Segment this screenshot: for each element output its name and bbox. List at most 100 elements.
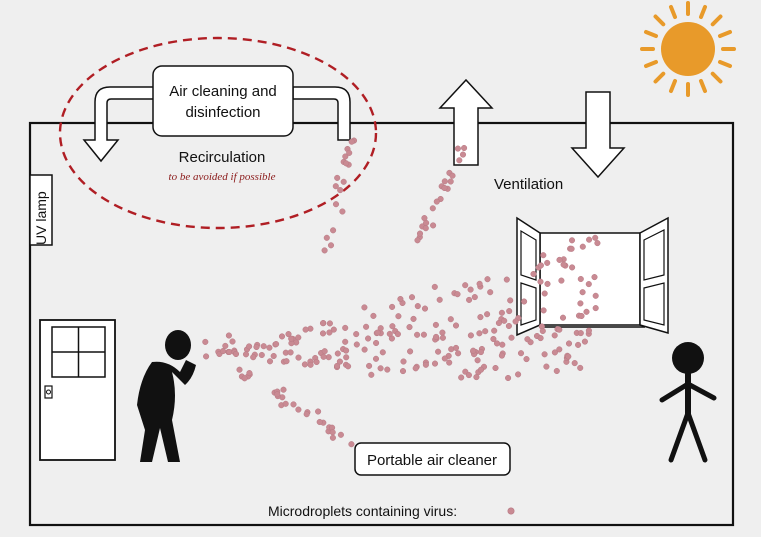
droplet bbox=[374, 329, 381, 336]
exhaust-arrow-up-icon bbox=[438, 78, 494, 166]
droplet bbox=[416, 230, 424, 237]
droplet bbox=[462, 282, 469, 289]
droplet bbox=[585, 327, 592, 334]
droplet bbox=[484, 276, 491, 283]
standing-person-icon bbox=[659, 342, 717, 463]
droplet bbox=[232, 350, 240, 358]
droplet bbox=[449, 172, 456, 179]
droplet bbox=[400, 358, 407, 365]
droplet bbox=[482, 328, 489, 335]
droplet bbox=[303, 411, 310, 418]
droplet bbox=[225, 332, 232, 339]
droplet bbox=[512, 318, 519, 325]
droplet bbox=[334, 350, 341, 357]
recirculation-label: Recirculation bbox=[179, 149, 266, 166]
droplet bbox=[537, 278, 544, 285]
recirculation-arrow-right bbox=[292, 86, 351, 141]
recirculation-note: to be avoided if possible bbox=[169, 171, 276, 183]
droplet bbox=[446, 359, 453, 366]
droplet bbox=[435, 348, 442, 355]
droplet bbox=[295, 406, 302, 413]
droplet bbox=[307, 361, 314, 368]
droplet bbox=[551, 349, 558, 356]
droplet bbox=[320, 353, 327, 360]
droplet bbox=[503, 276, 510, 283]
droplet bbox=[429, 205, 436, 212]
door-icon bbox=[39, 319, 116, 461]
droplet bbox=[579, 243, 586, 250]
droplet bbox=[461, 144, 468, 152]
droplet bbox=[229, 338, 236, 345]
droplet bbox=[456, 157, 463, 164]
droplet bbox=[421, 215, 428, 222]
droplet bbox=[551, 332, 558, 339]
droplet bbox=[332, 201, 340, 208]
air-cleaning-label-line2: disinfection bbox=[185, 104, 260, 121]
droplet bbox=[343, 347, 350, 354]
droplet bbox=[345, 363, 352, 370]
droplet bbox=[577, 330, 584, 337]
droplet bbox=[501, 317, 508, 324]
droplet bbox=[575, 341, 582, 348]
droplet bbox=[422, 361, 429, 368]
droplet bbox=[467, 286, 474, 293]
droplet bbox=[414, 303, 421, 310]
droplet bbox=[505, 322, 512, 330]
droplet bbox=[530, 270, 537, 278]
droplet bbox=[203, 353, 210, 360]
droplet bbox=[592, 234, 599, 241]
droplet bbox=[477, 366, 485, 373]
droplet bbox=[222, 342, 229, 349]
droplet bbox=[236, 366, 243, 373]
droplet bbox=[258, 351, 265, 359]
droplet bbox=[507, 297, 514, 304]
droplet bbox=[253, 343, 260, 351]
droplet bbox=[565, 353, 572, 360]
microdroplets-cloud bbox=[202, 137, 601, 448]
droplet bbox=[246, 370, 253, 377]
droplet bbox=[394, 331, 401, 338]
droplet bbox=[348, 441, 355, 448]
droplet bbox=[470, 347, 477, 354]
droplet bbox=[323, 234, 330, 241]
droplet bbox=[337, 187, 344, 194]
droplet bbox=[477, 314, 484, 321]
droplet bbox=[290, 401, 297, 408]
droplet bbox=[361, 304, 368, 311]
droplet bbox=[330, 326, 337, 333]
droplet bbox=[321, 247, 328, 254]
droplet bbox=[414, 331, 421, 338]
intake-arrow-down-icon bbox=[570, 91, 626, 179]
droplet bbox=[226, 348, 233, 356]
droplet bbox=[342, 153, 349, 160]
droplet bbox=[492, 364, 499, 372]
droplet bbox=[302, 326, 309, 333]
droplet bbox=[490, 335, 497, 343]
droplet bbox=[288, 335, 295, 342]
droplet bbox=[368, 371, 375, 378]
droplet bbox=[241, 375, 248, 382]
droplet bbox=[459, 151, 467, 158]
droplet bbox=[466, 296, 473, 303]
droplet bbox=[326, 320, 333, 327]
droplet bbox=[477, 349, 484, 356]
uv-lamp-label: UV lamp bbox=[33, 191, 49, 245]
droplet bbox=[430, 222, 437, 229]
droplet bbox=[458, 374, 465, 381]
droplet bbox=[372, 355, 380, 362]
droplet bbox=[373, 339, 380, 347]
droplet bbox=[389, 323, 396, 330]
droplet bbox=[537, 262, 544, 269]
droplet bbox=[433, 333, 440, 340]
droplet bbox=[583, 308, 590, 315]
droplet bbox=[540, 252, 547, 259]
portable-air-cleaner-label: Portable air cleaner bbox=[367, 452, 497, 469]
uv-lamp-box bbox=[29, 174, 53, 246]
droplet bbox=[467, 332, 474, 339]
droplet bbox=[266, 358, 274, 365]
droplet bbox=[447, 178, 454, 185]
droplet bbox=[410, 315, 417, 322]
droplet bbox=[273, 341, 280, 348]
droplet bbox=[484, 311, 491, 318]
droplet bbox=[295, 354, 302, 361]
